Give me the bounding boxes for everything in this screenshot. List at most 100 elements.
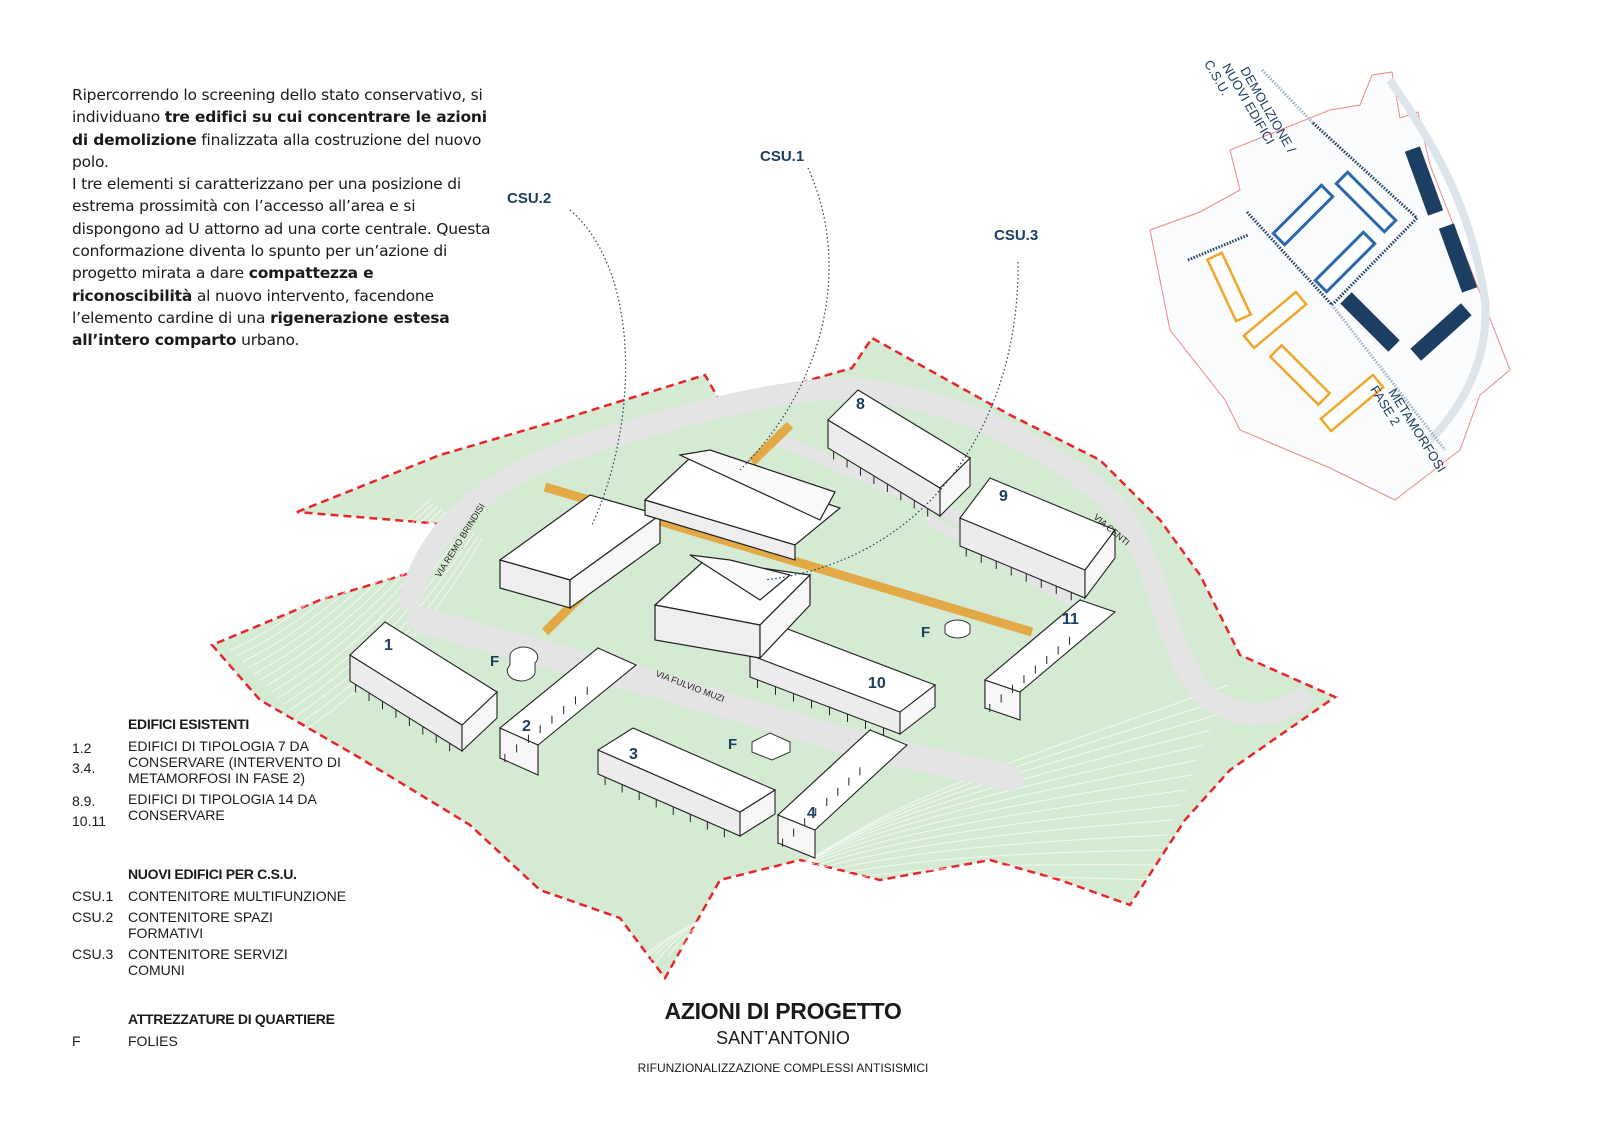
- mini-map-new-csu-building: [1271, 183, 1335, 247]
- mini-map-demolished-building: [1410, 303, 1472, 361]
- building-number: 9: [999, 488, 1008, 505]
- callout-line-csu1: [739, 167, 830, 471]
- legend-key: CSU.2: [72, 909, 114, 925]
- intro-bold: tre edifici su cui concentrare le azioni…: [72, 108, 487, 149]
- building-1: [349, 621, 498, 753]
- legend-key: 8.9. 10.11: [72, 793, 106, 829]
- mini-map-metamorfosi-building: [1205, 251, 1253, 323]
- building-11: [983, 598, 1117, 721]
- ring-road: [399, 376, 1311, 725]
- intro-paragraph: Ripercorrendo lo screening dello stato c…: [72, 84, 492, 352]
- intro-text: finalizzata alla costruzione del nuovo p…: [72, 130, 482, 171]
- building-number: 11: [1062, 611, 1079, 628]
- contour-line: [679, 804, 1181, 951]
- mini-map-metamorfosi-building: [1268, 343, 1332, 407]
- contour-line: [727, 744, 1205, 927]
- callout-csu3: CSU.3: [994, 227, 1038, 244]
- callout-line-csu2: [569, 209, 627, 526]
- legend-value: EDIFICI DI TIPOLOGIA 14 DA CONSERVARE: [128, 791, 317, 823]
- csu-1-building: [643, 449, 842, 561]
- folie-label: F: [728, 736, 737, 753]
- contour-line: [715, 759, 1199, 933]
- callout-csu1: CSU.1: [760, 148, 804, 165]
- building-roof: [983, 599, 1117, 693]
- contour-line: [751, 714, 1217, 915]
- intro-bold: rigenerazione estesa all’intero comparto: [72, 308, 450, 350]
- legend-row: F FOLIES: [72, 1033, 348, 1049]
- legend-row: 8.9. 10.11 EDIFICI DI TIPOLOGIA 14 DA CON…: [72, 791, 348, 831]
- legend-value: CONTENITORE SPAZI FORMATIVI: [128, 909, 273, 941]
- folie-label: F: [490, 653, 499, 670]
- callout-lines: [569, 167, 1019, 581]
- mini-map-arrows: [1187, 68, 1447, 451]
- contour-line: [295, 532, 475, 717]
- legend-row: 1.2 3.4.EDIFICI DI TIPOLOGIA 7 DA CONSER…: [72, 738, 348, 786]
- legend-row: CSU.2 CONTENITORE SPAZI FORMATIVI: [72, 909, 348, 941]
- contour-line: [289, 529, 471, 711]
- contour-line: [763, 699, 1223, 909]
- legend-key: F: [72, 1033, 81, 1049]
- csu-2-building: [498, 494, 662, 610]
- path-north: [748, 421, 794, 466]
- building-8: [827, 389, 971, 518]
- legend-header-equipment: ATTREZZATURE DI QUARTIERE: [128, 1011, 335, 1027]
- legend-value: FOLIES: [128, 1033, 178, 1049]
- page-caption: RIFUNZIONALIZZAZIONE COMPLESSI ANTISISMI…: [637, 1061, 929, 1075]
- intro-bold: compattezza e riconoscibilità: [72, 264, 374, 305]
- folie-shape: [944, 619, 971, 639]
- building-2: [498, 646, 638, 776]
- contour-lines: [229, 499, 1229, 981]
- building-number: 1: [384, 637, 393, 654]
- arrow-line: [1260, 68, 1315, 125]
- contour-line: [703, 774, 1193, 939]
- folies: [506, 619, 971, 761]
- mini-map-new-csu-building: [1334, 170, 1398, 234]
- contour-line: [235, 502, 435, 657]
- building-3: [596, 727, 777, 838]
- intro-text: al nuovo intervento, facendone l’element…: [72, 286, 434, 327]
- contour-line: [247, 508, 443, 669]
- callout-csu2: CSU.2: [507, 190, 551, 207]
- building-4: [776, 728, 909, 859]
- contour-line: [775, 684, 1229, 903]
- mini-map-demolished-building: [1438, 223, 1478, 293]
- contour-line: [739, 729, 1211, 921]
- legend-row: CSU.3 CONTENITORE SERVIZI COMUNI: [72, 946, 348, 978]
- arrow-line: [1330, 304, 1447, 451]
- csu-3-building: [653, 554, 812, 660]
- building-roof: [349, 621, 498, 726]
- building-roof: [498, 647, 638, 746]
- building-number: 4: [807, 805, 816, 822]
- legend-key: CSU.3: [72, 946, 114, 962]
- contour-line: [655, 834, 1169, 963]
- building-9: [959, 477, 1116, 601]
- contour-line: [667, 819, 1175, 957]
- contour-line: [643, 849, 1163, 969]
- callout-line-csu3: [764, 261, 1019, 581]
- legend-header-existing: EDIFICI ESISTENTI: [128, 716, 249, 732]
- mini-map: DEMOLIZIONE / NUOVI EDIFICI C.S.U. METAM…: [1149, 57, 1511, 501]
- contour-line: [301, 535, 479, 723]
- legend-key: CSU.1: [72, 888, 114, 904]
- mini-map-road: [1386, 77, 1490, 443]
- mini-map-metamorfosi-building: [1319, 373, 1385, 433]
- folie-shape: [506, 646, 539, 682]
- legend-row: CSU.1 CONTENITORE MULTIFUNZIONE: [72, 888, 348, 904]
- building-number: 10: [868, 675, 886, 692]
- building-roof: [959, 477, 1116, 571]
- intro-text: Ripercorrendo lo screening dello stato c…: [72, 86, 483, 127]
- legend-value: EDIFICI DI TIPOLOGIA 7 DA CONSERVARE (IN…: [128, 738, 341, 786]
- building-roof: [776, 729, 909, 831]
- building-roof: [827, 389, 971, 489]
- contour-line: [691, 789, 1187, 945]
- legend-header-new: NUOVI EDIFICI PER C.S.U.: [128, 866, 297, 882]
- legend-value: CONTENITORE MULTIFUNZIONE: [128, 888, 347, 904]
- legend: EDIFICI ESISTENTI 1.2 3.4.EDIFICI DI TIP…: [72, 716, 348, 1054]
- folie-shape: [751, 732, 791, 761]
- building-number: 3: [629, 746, 638, 763]
- intro-text: I tre elementi si caratterizzano per una…: [72, 175, 491, 283]
- intro-text: urbano.: [236, 331, 300, 350]
- legend-value: CONTENITORE SERVIZI COMUNI: [128, 946, 288, 978]
- contour-line: [307, 538, 483, 729]
